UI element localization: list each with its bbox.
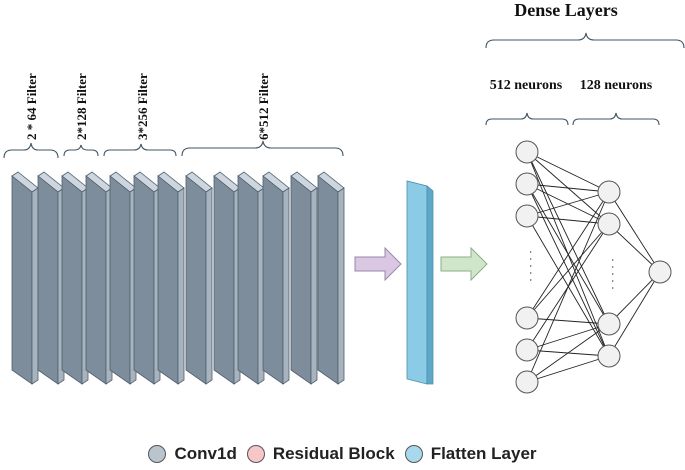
legend-label-flatten-layer: Flatten Layer bbox=[430, 444, 537, 463]
conv1d-block bbox=[213, 171, 241, 385]
connection-line bbox=[526, 183, 610, 325]
connection-line bbox=[608, 223, 661, 273]
neuron-node bbox=[515, 338, 539, 362]
arrow-to-flatten bbox=[354, 246, 402, 282]
brace-group-256 bbox=[103, 143, 177, 157]
group-label-64: 2 * 64 Filter bbox=[24, 73, 39, 140]
conv1d-block bbox=[37, 171, 65, 385]
connection-line bbox=[526, 183, 610, 357]
connection-line bbox=[608, 271, 661, 325]
legend-label-conv1d: Conv1d bbox=[174, 444, 237, 463]
connection-line bbox=[526, 317, 610, 325]
legend-label-residual-block: Residual Block bbox=[272, 444, 395, 463]
conv1d-block bbox=[317, 171, 345, 385]
neuron-node bbox=[648, 260, 672, 284]
connection-line bbox=[526, 183, 610, 193]
legend-item-conv1d: Conv1d bbox=[148, 444, 237, 464]
connection-line bbox=[608, 191, 661, 273]
legend-item-residual-block: Residual Block bbox=[246, 444, 395, 464]
connection-line bbox=[526, 151, 610, 193]
brace-512-neurons bbox=[485, 112, 569, 126]
connection-line bbox=[526, 355, 610, 383]
connection-line bbox=[526, 223, 610, 319]
flatten-layer bbox=[406, 180, 434, 385]
conv1d-block bbox=[109, 171, 137, 385]
conv1d-block bbox=[85, 171, 113, 385]
neuron-node bbox=[515, 172, 539, 196]
connection-line bbox=[526, 151, 610, 325]
conv1d-block bbox=[262, 171, 290, 385]
brace-group-512 bbox=[181, 140, 344, 157]
neuron-node bbox=[515, 204, 539, 228]
neuron-node bbox=[515, 306, 539, 330]
conv1d-block bbox=[157, 171, 185, 385]
architecture-diagram: Dense Layers 2 * 64 Filter 2*128 Filter … bbox=[3, 0, 685, 394]
conv1d-block bbox=[237, 171, 265, 385]
conv1d-block bbox=[133, 171, 161, 385]
connection-line bbox=[608, 271, 661, 357]
connection-line bbox=[526, 323, 610, 383]
neuron-node bbox=[597, 312, 621, 336]
legend: Conv1d Residual Block Flatten Layer bbox=[0, 444, 685, 470]
neuron-node bbox=[597, 344, 621, 368]
conv1d-block bbox=[290, 171, 318, 385]
dense-layers-title: Dense Layers bbox=[514, 0, 617, 20]
neurons bbox=[515, 140, 672, 394]
neuron-node bbox=[597, 180, 621, 204]
neuron-connections bbox=[526, 151, 661, 383]
dense-label-128: 128 neurons bbox=[580, 78, 653, 93]
legend-item-flatten-layer: Flatten Layer bbox=[404, 444, 537, 464]
group-label-512: 6*512 Filter bbox=[256, 73, 271, 140]
neuron-node bbox=[597, 212, 621, 236]
connection-line bbox=[526, 191, 610, 319]
brace-128-neurons bbox=[572, 112, 660, 126]
ellipsis-512: · · · · · bbox=[524, 250, 537, 281]
group-label-128: 2*128 Filter bbox=[74, 73, 89, 140]
brace-group-64 bbox=[3, 142, 59, 159]
conv1d-swatch-icon bbox=[148, 445, 167, 463]
brace-group-128 bbox=[63, 144, 99, 157]
connection-line bbox=[526, 191, 610, 217]
brace-dense-layers bbox=[485, 32, 685, 49]
neuron-node bbox=[515, 370, 539, 394]
ellipsis-128: · · · · · bbox=[606, 258, 619, 289]
connection-line bbox=[526, 323, 610, 351]
group-label-256: 3*256 Filter bbox=[135, 73, 150, 140]
neuron-node bbox=[515, 140, 539, 164]
conv1d-blocks bbox=[11, 171, 345, 385]
connection-line bbox=[526, 191, 610, 383]
conv1d-block bbox=[185, 171, 213, 385]
arrow-to-dense bbox=[440, 246, 488, 282]
residual-block-swatch-icon bbox=[246, 445, 265, 463]
conv1d-block bbox=[11, 171, 39, 385]
flatten-layer-swatch-icon bbox=[404, 445, 423, 463]
conv1d-block bbox=[61, 171, 89, 385]
dense-label-512: 512 neurons bbox=[490, 78, 563, 93]
